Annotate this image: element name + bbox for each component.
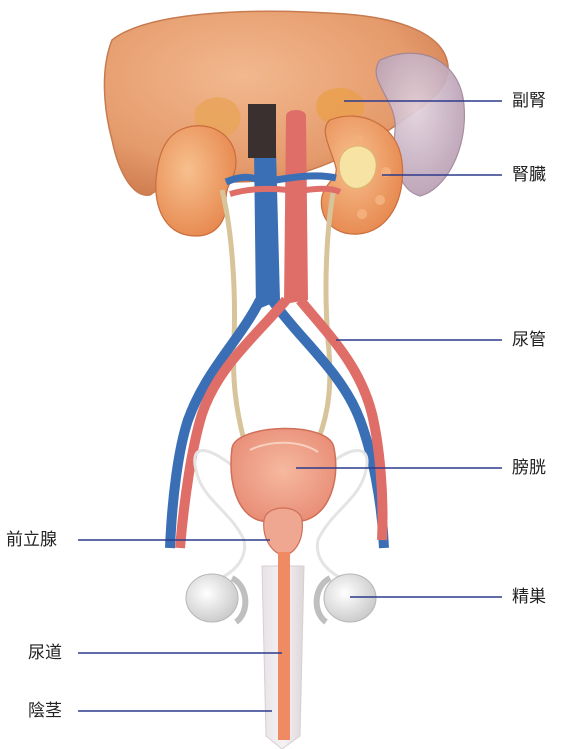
hepatic-vein-stub [248, 104, 276, 158]
label-urethra: 尿道 [28, 643, 62, 663]
prostate-shape [264, 508, 303, 556]
vena-cava-shape [254, 150, 280, 310]
right-testis-shape [324, 574, 376, 622]
label-ureter: 尿管 [512, 330, 546, 350]
urethra-shape [278, 552, 290, 740]
left-testis-shape [186, 574, 238, 622]
label-bladder: 膀胱 [512, 458, 546, 478]
left-ureter-shape [222, 190, 244, 440]
left-kidney-shape [156, 126, 236, 236]
aorta-shape [284, 110, 308, 304]
renal-pelvis-shape [339, 146, 376, 188]
label-adrenal: 副腎 [512, 91, 546, 111]
label-penis: 陰茎 [28, 701, 62, 721]
label-testis: 精巣 [512, 587, 546, 607]
label-prostate: 前立腺 [6, 530, 57, 550]
label-kidney: 腎臓 [512, 165, 546, 185]
